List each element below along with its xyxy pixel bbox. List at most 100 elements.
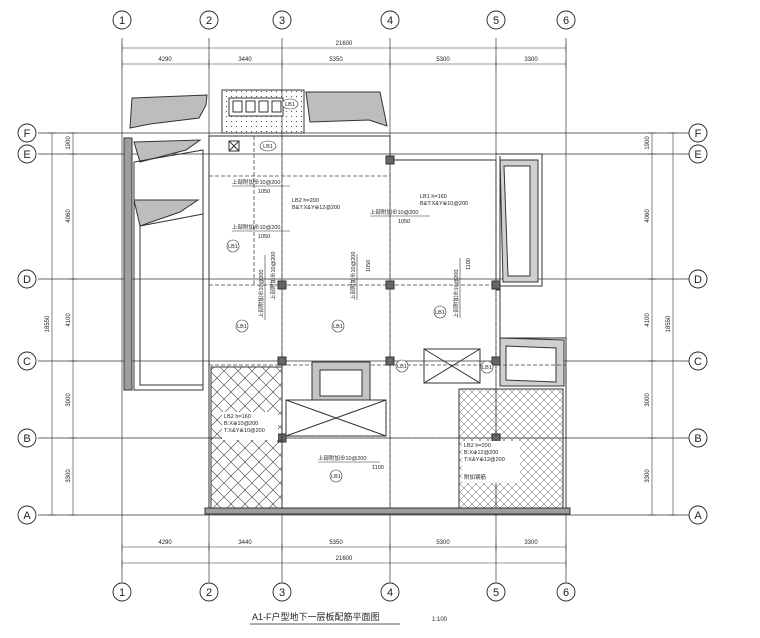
slab-tag-text: LB1 <box>228 244 238 250</box>
grid-label: 4 <box>387 587 393 599</box>
grid-bubble-top-5: 5 <box>486 10 506 30</box>
rebar-length: 1050 <box>366 260 372 272</box>
rebar-length: 1050 <box>398 219 410 225</box>
slab-tag: LB1 <box>259 140 277 152</box>
grid-bubble-top-3: 3 <box>272 10 292 30</box>
slab-tag: LB1 <box>480 360 494 374</box>
grid-bubble-left-B: B <box>17 428 37 448</box>
grid-bubble-top-4: 4 <box>380 10 400 30</box>
rebar-length: 1100 <box>466 258 472 270</box>
slab-tag: LB1 <box>395 359 409 373</box>
grid-bubble-left-F: F <box>17 123 37 143</box>
shaft-cell <box>245 100 256 113</box>
grid-label: A <box>23 510 31 522</box>
grid-label: D <box>23 274 31 286</box>
slab-tag-text: LB1 <box>331 474 341 480</box>
dim-right-span: 3300 <box>645 469 651 483</box>
grid-label: D <box>694 274 702 286</box>
grid-bubble-left-C: C <box>17 351 37 371</box>
grid-bubble-right-F: F <box>688 123 708 143</box>
dim-right-span: 4100 <box>645 313 651 327</box>
opening-cross <box>423 348 481 384</box>
rebar-length: 1100 <box>372 465 384 471</box>
rebar-length: 1050 <box>258 234 270 240</box>
slab-note: T:X&Y⊕12@200 <box>464 457 505 463</box>
dim-top-total: 21600 <box>336 41 353 47</box>
slab-annotations: LB2 h=200 B&T:X&Y⊕12@200 LB1 h=160 B&T:X… <box>222 194 520 483</box>
grid-label: 6 <box>563 15 569 27</box>
dim-bottom-span: 5300 <box>436 540 450 546</box>
grid-bubble-right-B: B <box>688 428 708 448</box>
grid-label: F <box>24 128 31 140</box>
slab-tag: LB1 <box>235 319 249 333</box>
slab-note: LB2 h=160 <box>224 414 251 420</box>
shaft-cell <box>232 100 243 113</box>
wall-block <box>129 94 208 129</box>
grid-bubble-bottom-4: 4 <box>380 582 400 602</box>
grid-bubble-right-D: D <box>688 269 708 289</box>
column <box>385 155 395 165</box>
grid-label: B <box>23 433 30 445</box>
dim-left-span: 1900 <box>66 136 72 150</box>
grid-bubble-right-E: E <box>688 144 708 164</box>
slab-tag-text: LB1 <box>263 144 273 150</box>
column <box>491 356 501 366</box>
grid-bubbles: 1 2 3 4 5 6 1 2 3 4 5 6 F E D C B A F E … <box>17 10 708 602</box>
grid-bubble-right-C: C <box>688 351 708 371</box>
dim-top-span: 3440 <box>238 57 252 63</box>
slab-note: T:X&Y⊕10@200 <box>224 428 265 434</box>
dim-top-span: 5300 <box>436 57 450 63</box>
wall-block <box>305 91 388 127</box>
drawing-scale: 1:100 <box>432 617 448 623</box>
grid-label: 5 <box>493 587 499 599</box>
slab-tag: LB1 <box>433 305 447 319</box>
grid-bubble-top-6: 6 <box>556 10 576 30</box>
grid-bubble-bottom-3: 3 <box>272 582 292 602</box>
dim-top-span: 5350 <box>329 57 343 63</box>
rebar-label: 上部附加⊕10@200 <box>232 223 280 231</box>
grid-bubble-top-1: 1 <box>112 10 132 30</box>
rebar-label: 上部附加⊕10@200 <box>452 270 460 318</box>
grid-bubble-bottom-6: 6 <box>556 582 576 602</box>
wall-wedge <box>133 199 200 227</box>
column <box>277 356 287 366</box>
dim-top-span: 3300 <box>524 57 538 63</box>
dim-bottom-span: 5350 <box>329 540 343 546</box>
room-outline <box>133 149 204 391</box>
dim-right-total: 18550 <box>666 315 672 332</box>
grid-bubble-top-2: 2 <box>199 10 219 30</box>
slab-note: LB2 h=200 <box>464 443 491 449</box>
dim-bottom-span: 3440 <box>238 540 252 546</box>
rebar-label: 上部附加⊕10@200 <box>370 208 418 216</box>
grid-label: C <box>694 356 702 368</box>
slab-tag-text: LB1 <box>333 324 343 330</box>
column <box>385 280 395 290</box>
grid-label: E <box>694 149 701 161</box>
slab-note: 附加钢筋 <box>464 473 487 481</box>
slab-tag-text: LB1 <box>285 102 295 108</box>
grid-label: 5 <box>493 15 499 27</box>
column <box>385 356 395 366</box>
drawing-title-block: A1-F户型地下一层板配筋平面图 1:100 <box>250 611 448 625</box>
shaft-cell <box>258 100 269 113</box>
grid-label: 1 <box>119 15 125 27</box>
rebar-label: 上部附加⊕10@200 <box>269 252 277 300</box>
slab-note: B:X⊕12@200 <box>464 450 498 456</box>
slab-note: B&T:X&Y⊕10@200 <box>420 201 468 207</box>
dim-left-span: 3300 <box>66 469 72 483</box>
slab-note: B:X⊕10@200 <box>224 421 258 427</box>
slab-tag-text: LB1 <box>397 364 407 370</box>
grid-label: 2 <box>206 15 212 27</box>
slab-tag-text: LB1 <box>435 310 445 316</box>
grid-bubble-bottom-2: 2 <box>199 582 219 602</box>
rebar-label: 上部附加⊕10@200 <box>257 270 265 318</box>
wall-bottom <box>204 507 571 515</box>
rebar-label: 上部附加⊕10@200 <box>349 252 357 300</box>
dimension-texts: 21600 4290 3440 5350 5300 3300 4290 3440… <box>45 41 672 562</box>
room-outline <box>139 213 204 386</box>
dim-left-total: 18550 <box>45 315 51 332</box>
grid-label: 6 <box>563 587 569 599</box>
slab-tags: LB1 LB1 LB1 LB1 LB1 LB1 LB1 LB1 LB1 <box>226 98 494 483</box>
slab-note: B&T:X&Y⊕12@200 <box>292 205 340 211</box>
